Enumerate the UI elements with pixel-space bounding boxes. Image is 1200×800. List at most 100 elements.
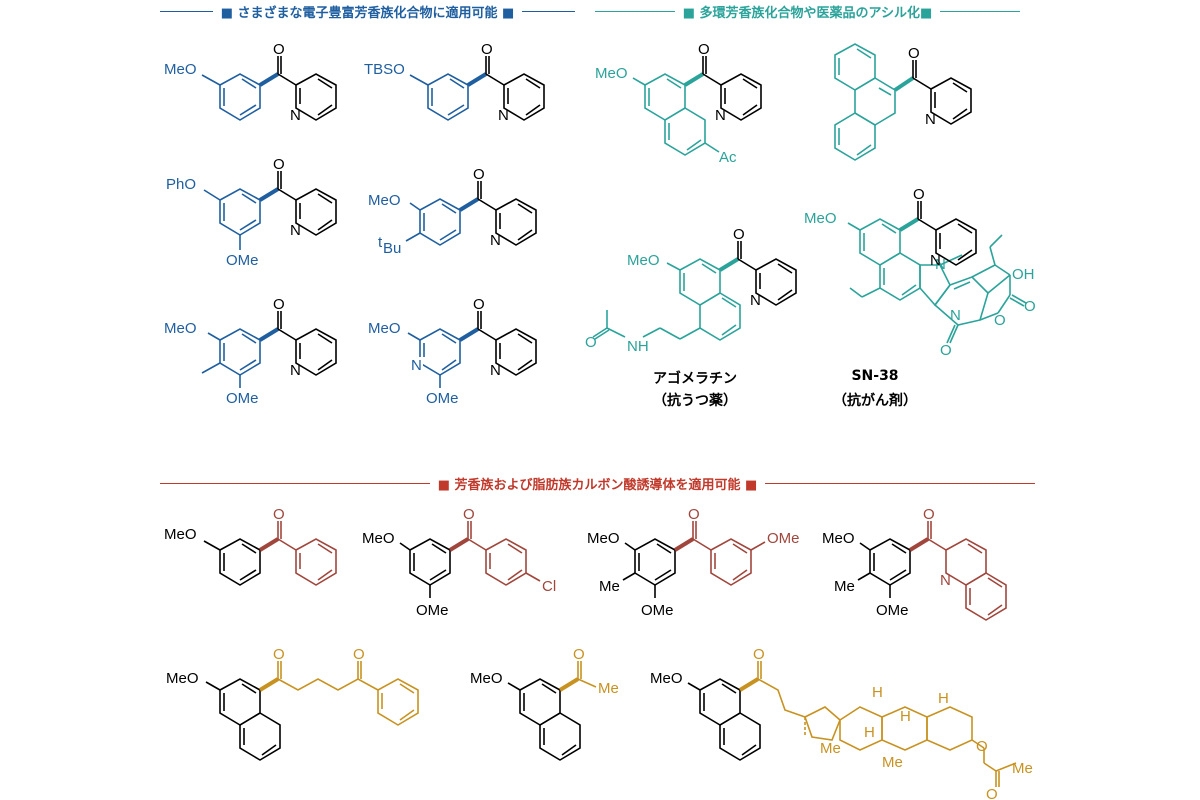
carbonyl-o-label: O [273,156,285,173]
meo-label: MeO [164,61,197,78]
carbonyl-o-label: O [273,506,285,523]
tbu-label: Bu [383,240,401,257]
pyridine-n-label: N [930,252,941,269]
carbonyl-o-label: O [698,41,710,58]
pyridine-n-label: N [290,107,301,124]
methyl-label-1: Me [820,740,841,757]
lactone-o-label: O [994,312,1006,329]
meo-label: MeO [362,530,395,547]
carbonyl-o-label-2: O [353,646,365,663]
chloro-label: Cl [542,578,556,595]
pyridine-n-label: N [290,362,301,379]
pyridine-n-label: N [498,107,509,124]
header-carboxylic: ■ 芳香族および脂肪族カルボン酸誘導体を適用可能 ■ [160,474,1035,493]
molecule-methoxybenzophenone: MeO O [164,506,337,586]
molecule-acetyl-methoxynaphthyl-pyridyl-ketone: MeO Ac O N [595,41,762,166]
molecule-methoxyphenyl-pyridyl-ketone: MeO O N [164,41,337,124]
pyridine-n-label: N [290,222,301,239]
quinoline-n-label: N [935,256,946,273]
ome-label-aryl: OMe [767,530,800,547]
molecule-agomelatine-derivative: MeO O NH O N [585,226,797,355]
carbonyl-o-label: O [473,166,485,183]
molecule-naphthyl-diketone: MeO O O [166,646,419,761]
methyl-label: Me [598,680,619,697]
acetate-methyl-label: Me [1012,760,1033,777]
h-label-4: H [938,690,949,707]
quinoline-n-label: N [940,572,951,589]
ome-label: OMe [226,390,259,407]
meo-label: MeO [164,320,197,337]
sn38-name: SN-38 [851,368,899,384]
meo-label: MeO [627,252,660,269]
meo-label: MeO [650,670,683,687]
molecule-dimethoxyphenyl-chlorophenyl-ketone: MeO OMe O Cl [362,506,556,619]
molecule-phenanthryl-pyridyl-ketone: O N [834,43,972,161]
meo-label: MeO [470,670,503,687]
molecule-naphthyl-methyl-ketone: MeO O Me [470,646,619,761]
meo-label: MeO [368,320,401,337]
meo-label: MeO [164,526,197,543]
carbonyl-o-label: O [733,226,745,243]
carbonyl-o-label: O [913,186,925,203]
h-label-1: H [872,684,883,701]
carbonyl-o-label: O [923,506,935,523]
molecule-tbso-phenyl-pyridyl-ketone: TBSO O N [364,41,545,124]
agomelatine-name: アゴメラチン [653,371,737,387]
methyl-label: Me [599,578,620,595]
pyridone-n-label: N [950,307,961,324]
molecule-phenoxy-methoxyphenyl-pyridyl-ketone: PhO OMe O N [166,156,337,269]
h-label-3: H [900,708,911,725]
carbonyl-o-label: O [753,646,765,663]
ome-label: OMe [876,602,909,619]
carbonyl-o-label: O [273,41,285,58]
header-polycyclic: ■ 多環芳香族化合物や医薬品のアシル化■ [595,2,1021,21]
tbu-superscript: t [378,234,383,251]
molecule-dimethoxymethylphenyl-quinolyl-ketone: MeO Me OMe O N [822,506,1007,621]
pho-label: PhO [166,176,196,193]
carbonyl-o-label: O [473,296,485,313]
sn38-class: （抗がん剤） [833,393,917,409]
carbonyl-o-label: O [481,41,493,58]
tbso-label: TBSO [364,61,405,78]
molecule-methoxy-tbutylphenyl-pyridyl-ketone: MeO t Bu O N [368,166,537,257]
amide-o-label: O [585,334,597,351]
pyridine-n-label: N [925,111,936,128]
ome-label: OMe [641,602,674,619]
molecule-naphthyl-steroid-ketone: MeO O Me Me H H H H O O Me [650,646,1033,800]
carbonyl-o-label: O [463,506,475,523]
carbonyl-o-label: O [908,45,920,62]
svg-text:NH: NH [627,338,649,355]
meo-label: MeO [822,530,855,547]
meo-label: MeO [804,210,837,227]
meo-label: MeO [587,530,620,547]
carbonyl-o-label: O [273,646,285,663]
carbonyl-o-label: O [273,296,285,313]
methyl-label-2: Me [882,754,903,771]
molecule-sn38-derivative: MeO N N OH O O O O N [804,186,1036,359]
ome-label: OMe [226,252,259,269]
meo-label: MeO [595,65,628,82]
pyridine-n-label-blue: N [411,357,422,374]
pyridone-o-label: O [940,342,952,359]
ome-label: OMe [426,390,459,407]
methyl-label: Me [834,578,855,595]
pyridine-n-label: N [715,107,726,124]
ome-label: OMe [416,602,449,619]
pyridine-n-label: N [490,362,501,379]
pyridine-n-label: N [750,292,761,309]
carbonyl-o-label: O [688,506,700,523]
molecule-dimethoxy-methylphenyl-pyridyl-ketone: MeO OMe O N [164,296,337,407]
molecule-dimethoxypyridyl-pyridyl-ketone: MeO N OMe O N [368,296,537,407]
meo-label: MeO [368,192,401,209]
pyridine-n-label: N [490,232,501,249]
hydroxyl-label: OH [1012,266,1035,283]
carbonyl-o-label: O [573,646,585,663]
ester-o-label: O [976,738,988,755]
agomelatine-class: （抗うつ薬） [653,393,737,409]
header-electron-rich: ■ さまざまな電子豊富芳香族化合物に適用可能 ■ [160,2,575,21]
meo-label: MeO [166,670,199,687]
acetyl-label: Ac [719,149,737,166]
h-label-2: H [864,724,875,741]
molecule-dimethoxymethylphenyl-methoxyphenyl-ketone: MeO Me OMe O OMe [587,506,800,619]
ester-carbonyl-o-label: O [986,786,998,800]
